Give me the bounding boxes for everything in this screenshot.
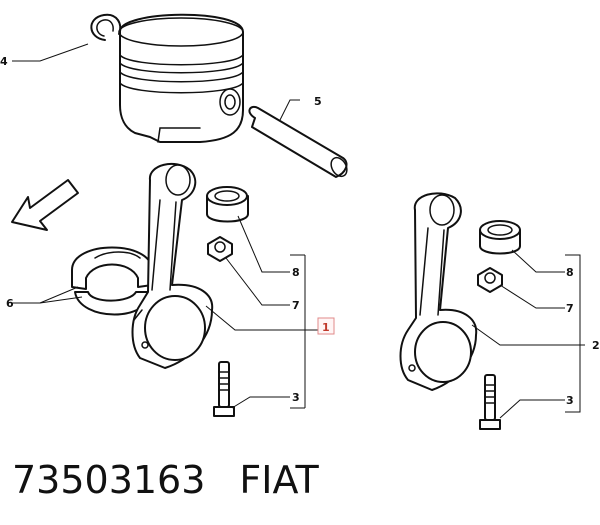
bolt-right-part xyxy=(479,374,501,430)
callout-8-left: 8 xyxy=(292,266,300,279)
callout-8-right: 8 xyxy=(566,266,574,279)
callout-1[interactable]: 1 xyxy=(322,321,330,334)
callout-7-left: 7 xyxy=(292,299,300,312)
callout-7-right: 7 xyxy=(566,302,574,315)
direction-arrow xyxy=(11,179,79,231)
footer: 73503163 FIAT xyxy=(12,458,319,502)
callout-3-right: 3 xyxy=(566,394,574,407)
callout-5: 5 xyxy=(314,95,322,108)
nut-right-part xyxy=(477,267,503,293)
piston-part xyxy=(118,13,244,143)
bearing-shells-part xyxy=(71,246,153,316)
leader-lines xyxy=(12,43,585,419)
callout-1-highlight xyxy=(317,317,335,335)
circlip-part xyxy=(90,13,122,41)
brand-name: FIAT xyxy=(239,458,319,502)
connecting-rod-left-part xyxy=(131,162,214,369)
nut-left-part xyxy=(207,236,233,262)
bushing-right-part xyxy=(479,220,521,255)
part-number: 73503163 xyxy=(12,458,206,502)
callout-4: 4 xyxy=(0,55,8,68)
callout-6: 6 xyxy=(6,297,14,310)
bushing-left-part xyxy=(206,186,249,223)
piston-pin-part xyxy=(248,106,348,178)
callout-2: 2 xyxy=(592,339,600,352)
callout-3-left: 3 xyxy=(292,391,300,404)
connecting-rod-right-part xyxy=(399,192,478,391)
bolt-left-part xyxy=(213,361,235,417)
